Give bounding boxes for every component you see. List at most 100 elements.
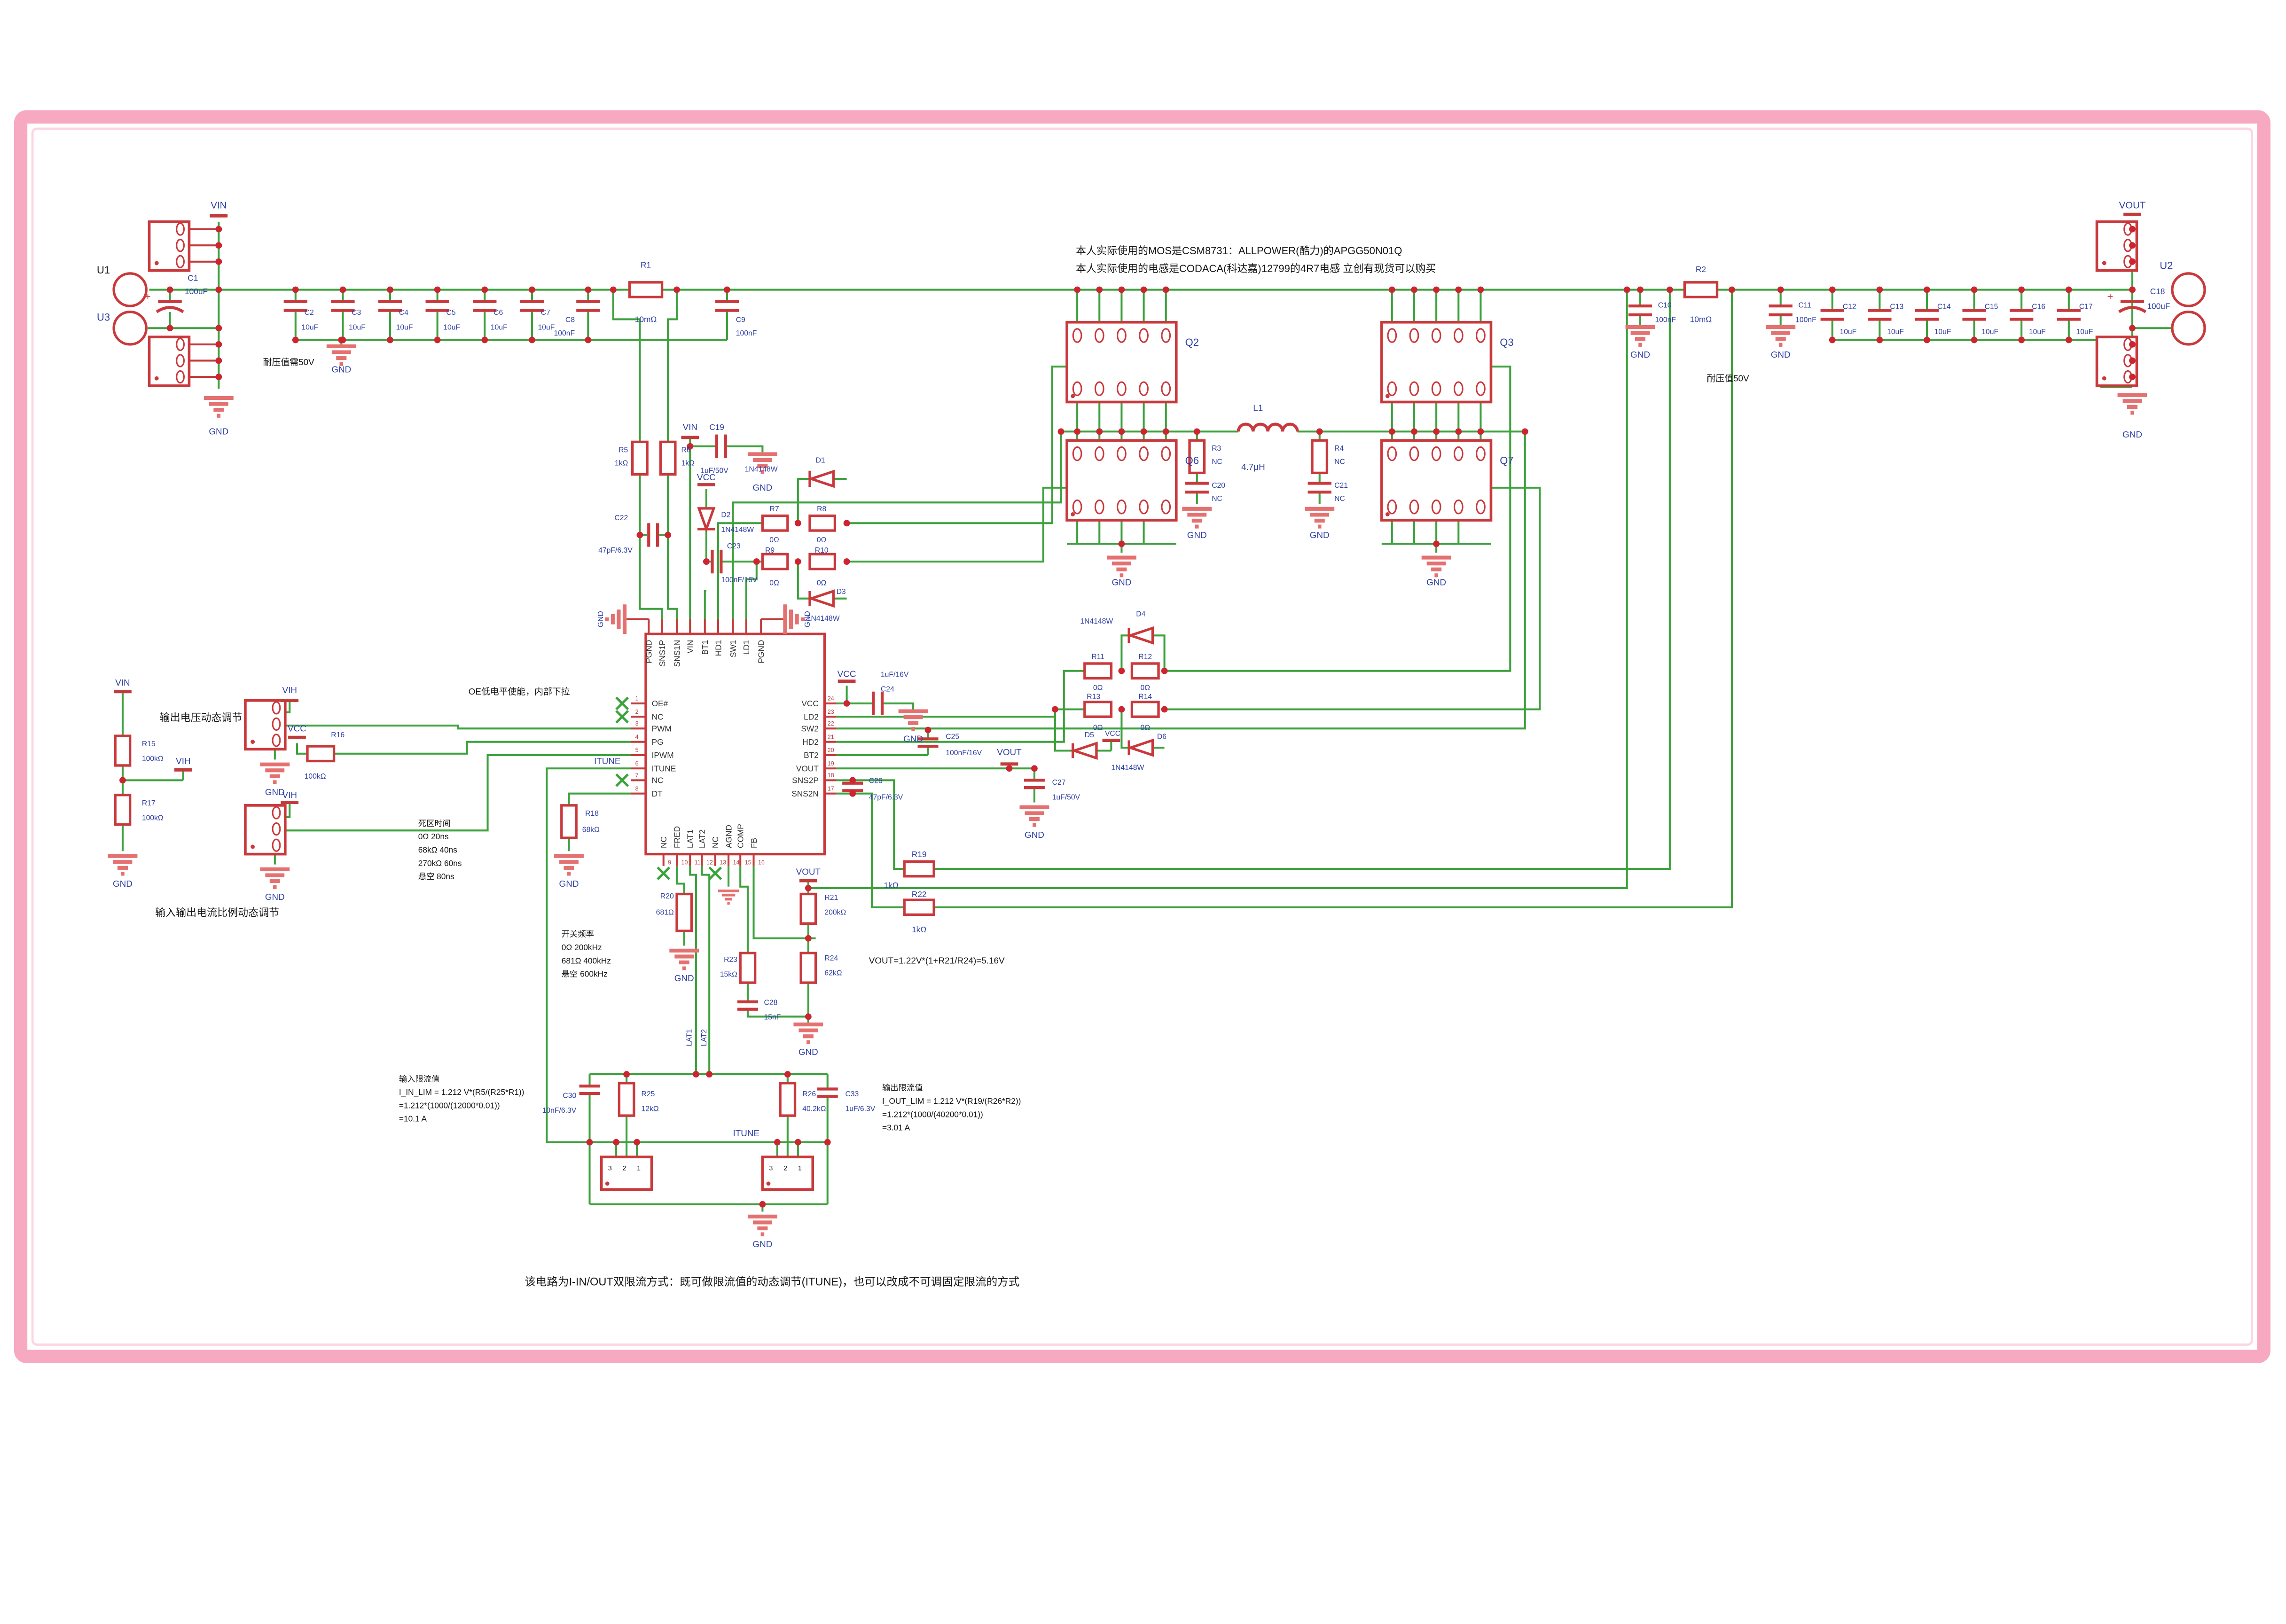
c13-ref: C13	[1890, 303, 1903, 311]
gnd-label: GND	[1310, 530, 1330, 540]
note-top1: 本人实际使用的MOS是CSM8731：ALLPOWER(酷力)的APGG50N0…	[1076, 245, 1402, 257]
note-freq-0: 开关频率	[562, 929, 594, 939]
connector-vin-top	[149, 222, 189, 271]
resistor-r3	[1188, 439, 1206, 475]
gnd-label: GND	[1426, 577, 1446, 587]
ic-pinnum: 22	[828, 720, 834, 727]
gnd-label: GND	[1630, 350, 1650, 359]
ic-pin-ipwm: IPWM	[652, 750, 674, 760]
diode-d6	[1126, 738, 1154, 757]
c22-ref: C22	[614, 514, 628, 522]
net-lat1: LAT1	[685, 1029, 693, 1046]
capacitor-c19	[715, 434, 727, 458]
r13-ref: R13	[1087, 693, 1100, 701]
c14-ref: C14	[1937, 303, 1951, 311]
net-vout-r21: VOUT	[796, 867, 821, 877]
c20-val: NC	[1212, 495, 1222, 503]
port-u2	[2171, 272, 2206, 307]
r7-ref: R7	[769, 505, 779, 513]
c10-ref: C10	[1658, 301, 1672, 309]
r3-ref: R3	[1212, 445, 1221, 453]
capacitor-c5	[425, 300, 449, 312]
ic-pin-vout: VOUT	[796, 764, 819, 773]
note-outlim-3: =3.01 A	[882, 1123, 910, 1132]
note-cap-right: 耐压值50V	[1707, 373, 1749, 383]
r15-ref: R15	[142, 740, 156, 748]
inductor-l1	[1237, 422, 1299, 432]
gnd-label: GND	[903, 734, 923, 744]
ic-pinnum: 1	[635, 695, 639, 702]
r24-ref: R24	[824, 954, 838, 962]
d6-ref: D6	[1157, 733, 1166, 741]
r14-val: 0Ω	[1140, 724, 1150, 732]
ic-pinnum: 21	[828, 734, 834, 740]
ic-pinnum: 16	[758, 859, 765, 866]
r18-val: 68kΩ	[582, 826, 600, 834]
capacitor-c4	[378, 300, 402, 312]
resistor-r18	[560, 804, 578, 839]
c27-val: 1uF/50V	[1052, 793, 1080, 801]
resistor-r20	[675, 892, 693, 932]
ic-pinnum: 18	[828, 772, 834, 779]
c9-ref: C9	[736, 316, 745, 324]
ic-pinnum: 5	[635, 747, 639, 754]
c30-val: 10nF/6.3V	[542, 1107, 577, 1115]
mosfet-q3	[1382, 322, 1491, 402]
c7-ref: C7	[541, 309, 550, 317]
r21-ref: R21	[824, 894, 838, 902]
capacitor-c16	[2010, 309, 2034, 321]
note-oe: OE低电平使能，内部下拉	[469, 687, 570, 696]
c26-val: 47pF/6.3V	[869, 793, 903, 801]
gnd-label: GND	[804, 611, 812, 627]
note-bottom: 该电路为I-IN/OUT双限流方式：既可做限流值的动态调节(ITUNE)，也可以…	[525, 1276, 1019, 1288]
note-freq-2: 681Ω 400kHz	[562, 956, 611, 965]
r16-ref: R16	[331, 731, 344, 739]
c8-ref: C8	[565, 316, 575, 324]
l1-ref: L1	[1253, 403, 1263, 413]
d3-ref: D3	[837, 588, 846, 596]
gnd-label: GND	[752, 483, 772, 492]
note-inlim-0: 输入限流值	[399, 1074, 439, 1084]
components	[112, 222, 2206, 1189]
resistor-r23	[739, 952, 757, 984]
c17-val: 10uF	[2076, 328, 2093, 336]
note-adj-v: 输出电压动态调节	[160, 712, 243, 724]
c18-val: 100uF	[2147, 301, 2170, 311]
resistor-r22	[903, 898, 935, 916]
ic-pin-lat2: LAT2	[697, 829, 707, 848]
d1-val: 1N4148W	[745, 465, 778, 473]
c23-ref: C23	[727, 542, 741, 550]
c1-ref: C1	[188, 273, 198, 283]
net-itune-bottom: ITUNE	[733, 1128, 759, 1138]
ic-pin-hd1: HD1	[713, 640, 723, 656]
c25-ref: C25	[946, 733, 959, 741]
capacitor-c22	[647, 523, 659, 547]
gnd-label: GND	[674, 973, 694, 983]
note-adj-i: 输入输出电流比例动态调节	[155, 907, 279, 919]
c28-ref: C28	[764, 999, 778, 1007]
r8-val: 0Ω	[817, 536, 827, 544]
port-u1-label: U1	[97, 264, 110, 276]
r1-val: 10mΩ	[635, 315, 657, 324]
d4-ref: D4	[1136, 610, 1145, 618]
net-itune-ic: ITUNE	[594, 756, 621, 766]
gnd-label: GND	[2122, 429, 2142, 439]
ic-pinnum: 6	[635, 760, 639, 767]
q7-ref: Q7	[1500, 455, 1513, 467]
r26-val: 40.2kΩ	[802, 1105, 826, 1113]
c28-val: 15nF	[764, 1014, 781, 1022]
c27-ref: C27	[1052, 779, 1066, 787]
note-freq-3: 悬空 600kHz	[562, 969, 608, 979]
capacitor-c24	[872, 691, 884, 716]
net-vin-left: VIN	[115, 678, 130, 687]
header-ilim-out	[762, 1157, 813, 1189]
c19-val: 1uF/50V	[700, 467, 728, 475]
c21-ref: C21	[1334, 482, 1348, 490]
r6-val: 1kΩ	[681, 460, 695, 468]
net-vin-top: VIN	[211, 201, 227, 211]
note-inlim-3: =10.1 A	[399, 1114, 427, 1124]
c8-val: 100nF	[554, 329, 575, 337]
c5-ref: C5	[446, 309, 456, 317]
resistor-r25	[618, 1082, 635, 1117]
diode-d3	[807, 589, 835, 608]
